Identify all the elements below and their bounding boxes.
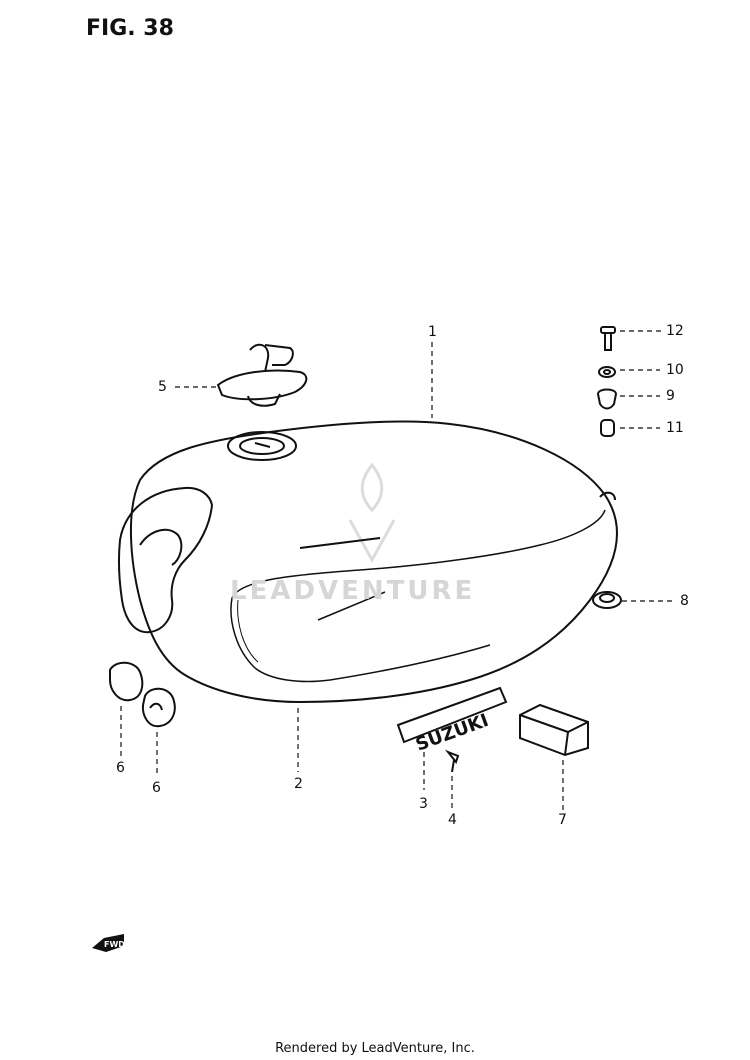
callout-3: 3: [419, 796, 428, 812]
watermark: LEADVENTURE: [230, 576, 476, 606]
callout-4: 4: [448, 812, 457, 828]
leader-lines: [120, 330, 672, 810]
hardware-set: [596, 326, 618, 437]
callout-1: 1: [428, 324, 437, 340]
callout-11: 11: [666, 420, 684, 436]
screw: [444, 749, 460, 773]
fuel-tank: [117, 420, 618, 704]
callout-6b: 6: [152, 780, 161, 796]
figure-title: FIG. 38: [86, 16, 174, 41]
callout-5: 5: [158, 379, 167, 395]
fwd-arrow-icon: FWD: [92, 934, 125, 952]
callout-8: 8: [680, 593, 689, 609]
grommet: [592, 591, 622, 609]
watermark-logo-icon: [348, 462, 396, 564]
emblem-text: SUZUKI: [413, 710, 492, 756]
callout-10: 10: [666, 362, 684, 378]
callout-12: 12: [666, 323, 684, 339]
callout-6a: 6: [116, 760, 125, 776]
tank-cushions: [109, 661, 176, 728]
callout-2: 2: [294, 776, 303, 792]
fuel-cap: [216, 343, 308, 407]
suzuki-emblem: SUZUKI: [396, 686, 508, 756]
callout-7: 7: [558, 812, 567, 828]
footer-credit: Rendered by LeadVenture, Inc.: [275, 1041, 475, 1056]
callout-9: 9: [666, 388, 675, 404]
fwd-label: FWD: [104, 940, 125, 949]
tank-pad: [519, 703, 589, 757]
